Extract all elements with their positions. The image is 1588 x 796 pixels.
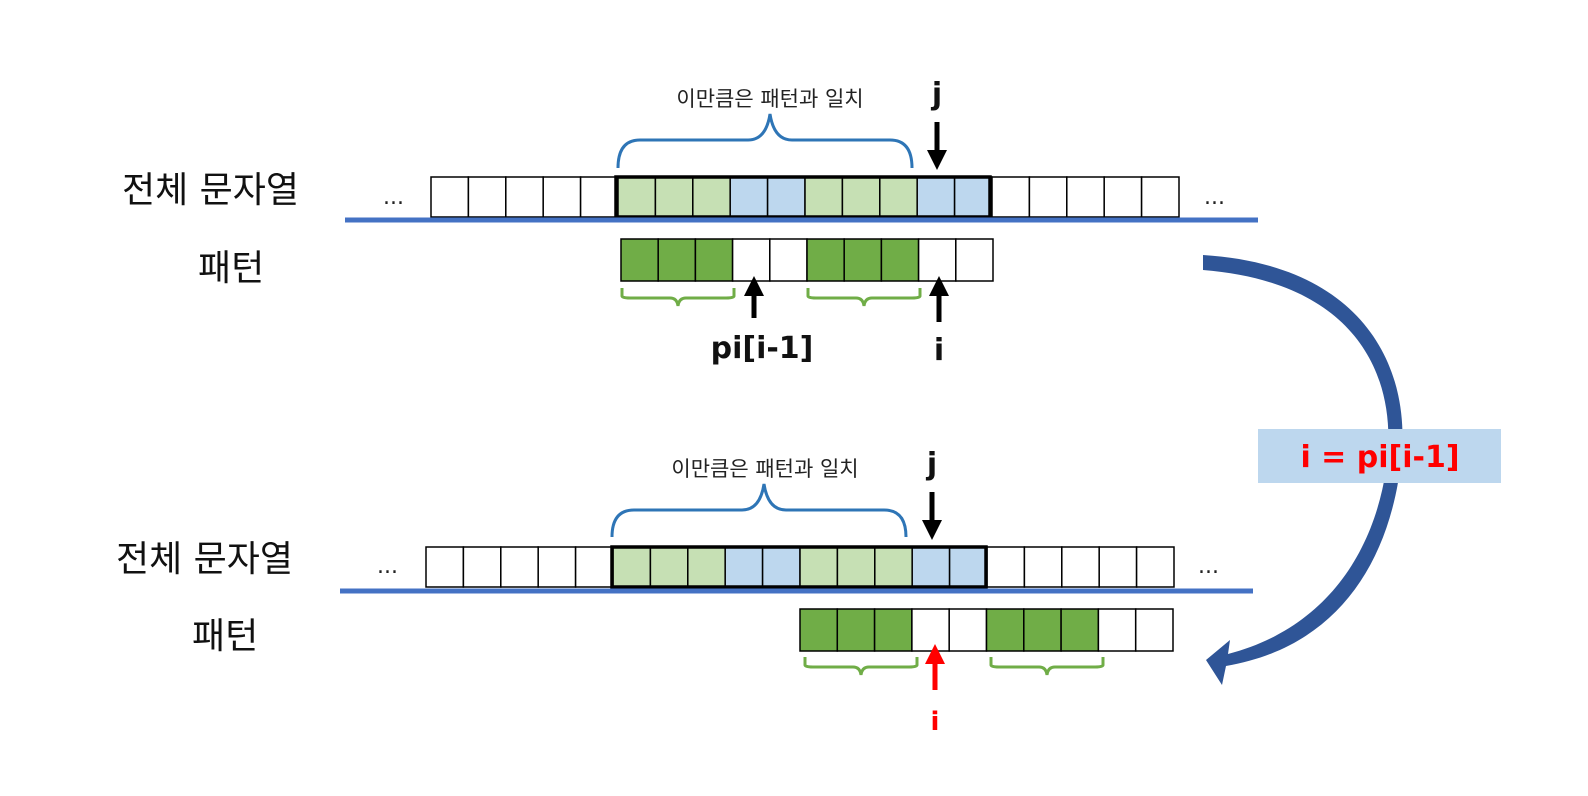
text-cell-empty [430, 176, 470, 218]
text-cell-light_blue [729, 176, 769, 218]
pattern-cell-dark_green [836, 608, 876, 652]
text-cell-empty [574, 546, 614, 588]
panel-before: 전체 문자열 패턴 이만큼은 패턴과 일치 j ... ... pi[i-1] … [122, 77, 1258, 368]
pointer-j-label: j [931, 77, 942, 112]
transition: i = pi[i-1] [1203, 255, 1501, 685]
pattern-cell-empty [1097, 608, 1137, 652]
text-cell-empty [579, 176, 619, 218]
pattern-cell-dark_green [799, 608, 839, 652]
text-cell-light_blue [948, 546, 988, 588]
pattern-cell-dark_green [657, 238, 697, 282]
text-ellipsis-right-after: ... [1198, 554, 1219, 579]
text-cell-empty [1028, 176, 1068, 218]
text-cell-light_green [654, 176, 694, 218]
text-cell-empty [986, 546, 1026, 588]
pattern-row-label: 패턴 [198, 248, 264, 289]
pattern-cell-empty [955, 238, 994, 282]
text-cell-light_blue [953, 176, 993, 218]
match-brace-after [610, 483, 908, 538]
text-cell-light_green [617, 176, 657, 218]
text-ellipsis-left: ... [383, 185, 404, 210]
text-cell-empty [991, 176, 1031, 218]
text-cell-light_blue [916, 176, 956, 218]
text-row-label-after: 전체 문자열 [116, 539, 293, 580]
pattern-cell-empty [731, 238, 771, 282]
pattern-cell-empty [769, 238, 808, 282]
text-cell-empty [537, 546, 577, 588]
formula-text: i = pi[i-1] [1300, 440, 1459, 475]
text-cell-light_green [879, 176, 918, 218]
text-cell-light_green [836, 546, 876, 588]
pointer-i-label-after: i [931, 707, 940, 737]
formula-box [1258, 429, 1501, 483]
pattern-cells [620, 238, 994, 282]
text-cell-empty [1140, 176, 1180, 218]
text-cell-empty [467, 176, 507, 218]
text-cell-empty [462, 546, 502, 588]
match-note: 이만큼은 패턴과 일치 [676, 87, 863, 111]
text-cell-empty [1135, 546, 1175, 588]
suffix-brace-after [989, 657, 1105, 676]
pattern-cell-empty [948, 608, 988, 652]
pattern-cell-empty [911, 608, 950, 652]
text-cell-empty [425, 546, 465, 588]
match-window-after [610, 545, 988, 589]
pattern-cell-dark_green [1023, 608, 1062, 652]
pattern-cell-dark_green [806, 238, 845, 282]
text-cell-light_green [687, 546, 726, 588]
pattern-cells-after [799, 608, 1174, 652]
pointer-pi-label: pi[i-1] [711, 331, 814, 366]
text-cells-after [425, 546, 1175, 588]
text-cell-light_green [799, 546, 839, 588]
text-cell-light_blue [724, 546, 764, 588]
text-cell-empty [1066, 176, 1105, 218]
pattern-cell-dark_green [694, 238, 734, 282]
prefix-brace [620, 288, 736, 307]
text-cell-empty [1103, 176, 1143, 218]
text-ellipsis-left-after: ... [377, 554, 398, 579]
text-cell-light_blue [761, 546, 801, 588]
text-ellipsis-right: ... [1204, 185, 1225, 210]
prefix-brace-after [803, 657, 919, 676]
text-cell-empty [1061, 546, 1100, 588]
pattern-cell-dark_green [1060, 608, 1100, 652]
pattern-cell-empty [917, 238, 957, 282]
text-cell-light_green [649, 546, 689, 588]
pointer-j-label-after: j [926, 447, 937, 482]
text-cell-empty [1098, 546, 1138, 588]
text-cell-light_blue [911, 546, 951, 588]
pointer-i-label: i [934, 333, 944, 368]
suffix-brace [806, 288, 922, 307]
pattern-cell-dark_green [873, 608, 913, 652]
panel-after: 전체 문자열 패턴 이만큼은 패턴과 일치 j ... ... i [116, 447, 1253, 737]
match-window [614, 175, 992, 219]
text-cell-light_green [692, 176, 731, 218]
text-cell-empty [542, 176, 582, 218]
pattern-cell-empty [1134, 608, 1174, 652]
match-brace [616, 113, 914, 169]
pattern-row-label-after: 패턴 [192, 616, 258, 657]
pattern-cell-dark_green [985, 608, 1025, 652]
match-note-after: 이만큼은 패턴과 일치 [671, 457, 858, 481]
text-cell-light_green [804, 176, 844, 218]
pattern-cell-dark_green [880, 238, 920, 282]
text-cells [430, 176, 1180, 218]
text-cell-light_green [612, 546, 652, 588]
transition-arrow [1203, 255, 1403, 685]
pattern-cell-dark_green [843, 238, 883, 282]
text-cell-empty [1023, 546, 1063, 588]
text-cell-light_blue [766, 176, 806, 218]
text-cell-empty [505, 176, 544, 218]
text-cell-light_green [874, 546, 913, 588]
text-cell-light_green [841, 176, 881, 218]
text-cell-empty [500, 546, 539, 588]
pattern-cell-dark_green [620, 238, 659, 282]
text-row-label: 전체 문자열 [122, 170, 299, 211]
